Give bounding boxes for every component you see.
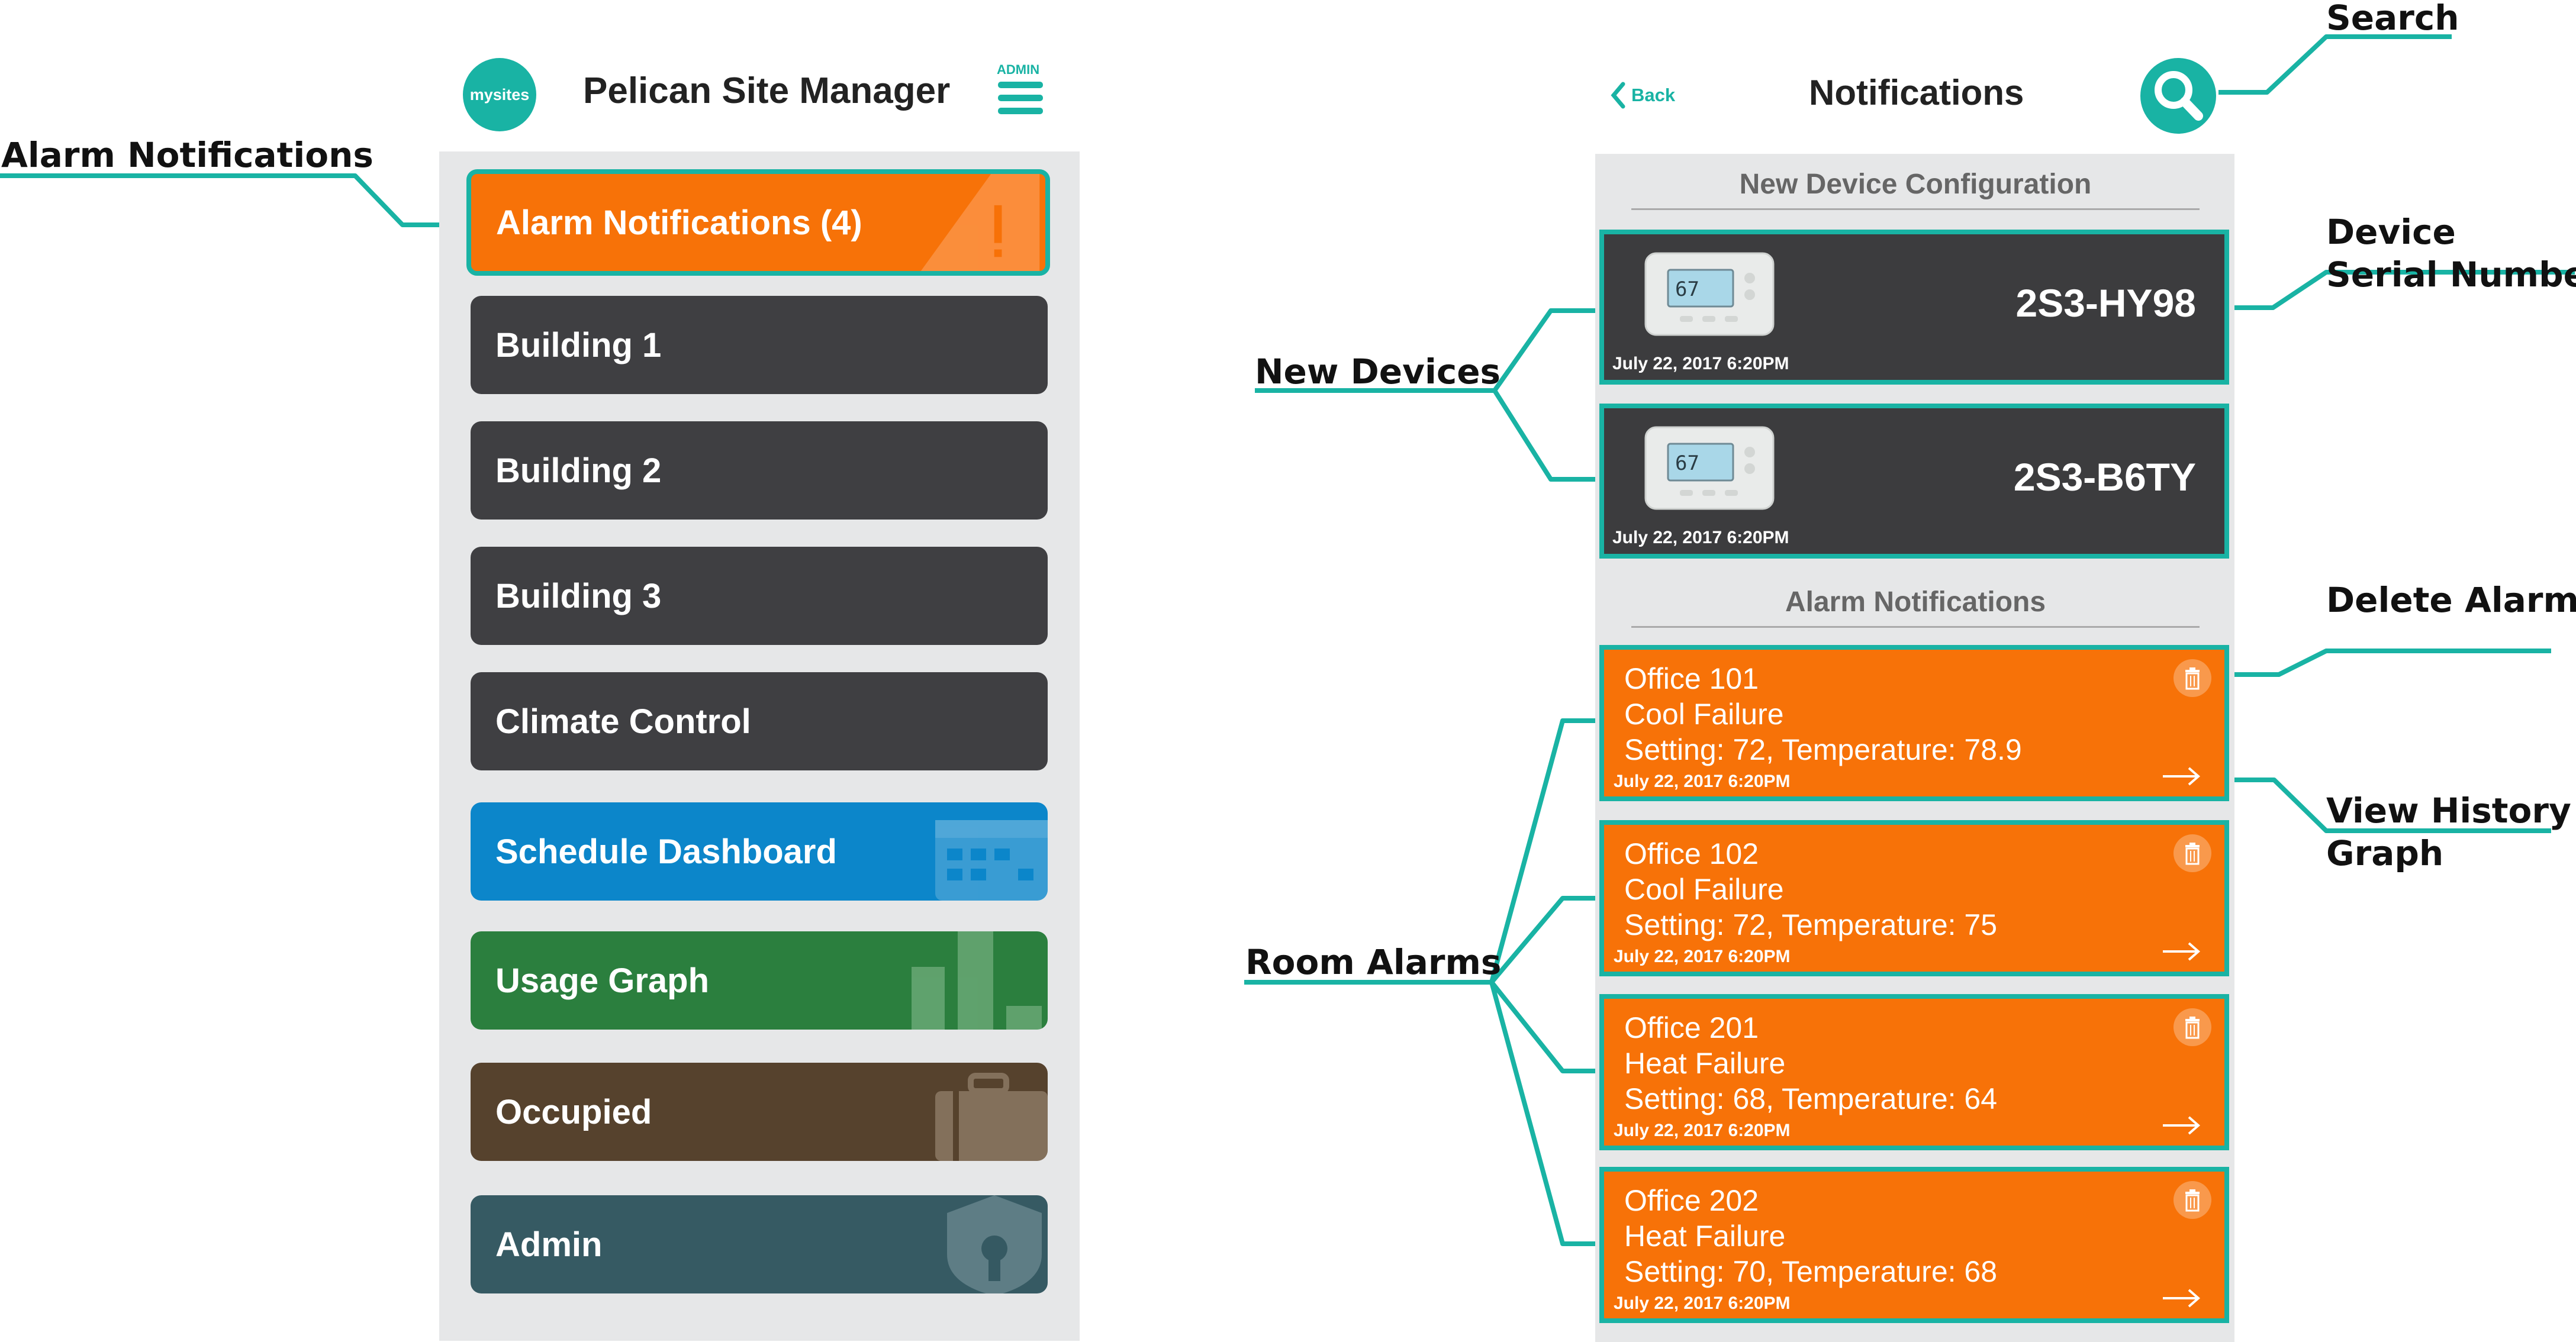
- view-history-arrow-icon[interactable]: [2162, 764, 2202, 788]
- device-serial-number: 2S3-B6TY: [2013, 455, 2196, 499]
- section-divider: [1631, 208, 2200, 210]
- page-title: Notifications: [1809, 73, 2024, 112]
- alarm-room: Office 202: [1624, 1184, 1759, 1217]
- app-title: Pelican Site Manager: [583, 70, 951, 111]
- delete-alarm-button[interactable]: [2174, 834, 2211, 872]
- admin-label: ADMIN: [997, 62, 1040, 77]
- menu-label: Building 2: [495, 451, 662, 490]
- delete-alarm-button[interactable]: [2174, 659, 2211, 697]
- menu-label: Schedule Dashboard: [495, 832, 837, 871]
- device-serial-number: 2S3-HY98: [2015, 281, 2196, 325]
- alarm-timestamp: July 22, 2017 6:20PM: [1614, 1293, 1791, 1313]
- menu-building-1[interactable]: Building 1: [471, 296, 1048, 394]
- alarm-room: Office 102: [1624, 837, 1759, 870]
- callout-view-history-line1: View History: [2326, 791, 2571, 831]
- alarm-type: Cool Failure: [1624, 698, 1784, 731]
- device-timestamp: July 22, 2017 6:20PM: [1612, 528, 1789, 547]
- trash-icon: [2185, 1017, 2200, 1039]
- alarm-detail: Setting: 72, Temperature: 75: [1624, 908, 1998, 941]
- menu-alarm-notifications[interactable]: Alarm Notifications (4): [466, 169, 1050, 276]
- alarm-card[interactable]: Office 201 Heat Failure Setting: 68, Tem…: [1599, 994, 2229, 1150]
- trash-icon: [2185, 1189, 2200, 1212]
- alarm-type: Heat Failure: [1624, 1047, 1786, 1080]
- thermostat-reading: 67: [1675, 451, 1699, 475]
- menu-label: Occupied: [495, 1092, 652, 1131]
- delete-alarm-button[interactable]: [2174, 1181, 2211, 1219]
- callout-view-history: View History Graph: [2326, 789, 2571, 875]
- menu-schedule-dashboard[interactable]: Schedule Dashboard: [471, 802, 1048, 901]
- menu-occupied[interactable]: Occupied: [471, 1063, 1048, 1161]
- chevron-left-icon: [1611, 82, 1625, 109]
- device-card[interactable]: 67 2S3-B6TY July 22, 2017 6:20PM: [1599, 404, 2229, 559]
- callout-device-serial: Device Serial Number: [2326, 211, 2576, 296]
- menu-building-2[interactable]: Building 2: [471, 421, 1048, 520]
- alarm-timestamp: July 22, 2017 6:20PM: [1614, 1121, 1791, 1140]
- view-history-arrow-icon[interactable]: [2162, 940, 2202, 963]
- alarm-room: Office 101: [1624, 662, 1759, 695]
- section-header-new-devices: New Device Configuration: [1739, 169, 2092, 200]
- menu-climate-control[interactable]: Climate Control: [471, 672, 1048, 770]
- menu-building-3[interactable]: Building 3: [471, 547, 1048, 645]
- callout-device-serial-line2: Serial Number: [2326, 254, 2576, 295]
- view-history-arrow-icon[interactable]: [2162, 1114, 2202, 1137]
- alarm-card[interactable]: Office 102 Cool Failure Setting: 72, Tem…: [1599, 820, 2229, 976]
- alarm-card[interactable]: Office 101 Cool Failure Setting: 72, Tem…: [1599, 645, 2229, 801]
- alarm-type: Heat Failure: [1624, 1220, 1786, 1253]
- callout-view-history-line2: Graph: [2326, 833, 2444, 873]
- section-divider: [1631, 626, 2200, 628]
- menu-label: Climate Control: [495, 702, 751, 741]
- menu-label: Usage Graph: [495, 961, 709, 1000]
- lock-shield-icon: [947, 1195, 1042, 1293]
- alarm-type: Cool Failure: [1624, 873, 1784, 906]
- menu-label: Alarm Notifications (4): [496, 203, 862, 242]
- alarm-timestamp: July 22, 2017 6:20PM: [1614, 947, 1791, 966]
- hamburger-menu-icon[interactable]: [998, 82, 1043, 115]
- alarm-card[interactable]: Office 202 Heat Failure Setting: 70, Tem…: [1599, 1167, 2229, 1323]
- trash-icon: [2185, 843, 2200, 865]
- menu-admin[interactable]: Admin: [471, 1195, 1048, 1293]
- search-button[interactable]: [2140, 58, 2216, 134]
- callout-alarm-notifications: Alarm Notifications: [1, 135, 373, 175]
- menu-label: Admin: [495, 1225, 603, 1264]
- thermostat-icon: 67: [1644, 426, 1775, 510]
- bar-graph-icon: [912, 931, 1042, 1030]
- view-history-arrow-icon[interactable]: [2162, 1286, 2202, 1310]
- thermostat-icon: 67: [1644, 252, 1775, 336]
- back-label: Back: [1631, 85, 1676, 105]
- warning-icon: [920, 174, 1040, 271]
- callout-delete-alarm: Delete Alarm: [2326, 580, 2576, 620]
- alarm-detail: Setting: 70, Temperature: 68: [1624, 1255, 1998, 1288]
- device-card[interactable]: 67 2S3-HY98 July 22, 2017 6:20PM: [1599, 230, 2229, 385]
- delete-alarm-button[interactable]: [2174, 1008, 2211, 1046]
- callout-search: Search: [2326, 0, 2459, 38]
- menu-label: Building 3: [495, 576, 662, 615]
- alarm-timestamp: July 22, 2017 6:20PM: [1614, 772, 1791, 791]
- menu-usage-graph[interactable]: Usage Graph: [471, 931, 1048, 1030]
- callout-device-serial-line1: Device: [2326, 212, 2456, 252]
- calendar-icon: [935, 820, 1048, 901]
- menu-label: Building 1: [495, 325, 662, 364]
- mysites-logo[interactable]: mysites: [463, 58, 536, 131]
- back-button[interactable]: Back: [1610, 82, 1675, 109]
- thermostat-reading: 67: [1675, 278, 1699, 301]
- device-timestamp: July 22, 2017 6:20PM: [1612, 354, 1789, 373]
- alarm-detail: Setting: 72, Temperature: 78.9: [1624, 733, 2022, 766]
- alarm-detail: Setting: 68, Temperature: 64: [1624, 1082, 1998, 1115]
- section-header-alarms: Alarm Notifications: [1785, 586, 2046, 618]
- luggage-icon: [935, 1073, 1048, 1161]
- search-icon: [2155, 71, 2203, 121]
- callout-room-alarms: Room Alarms: [1245, 942, 1502, 982]
- alarm-room: Office 201: [1624, 1011, 1759, 1044]
- callout-new-devices: New Devices: [1255, 351, 1501, 392]
- trash-icon: [2185, 667, 2200, 690]
